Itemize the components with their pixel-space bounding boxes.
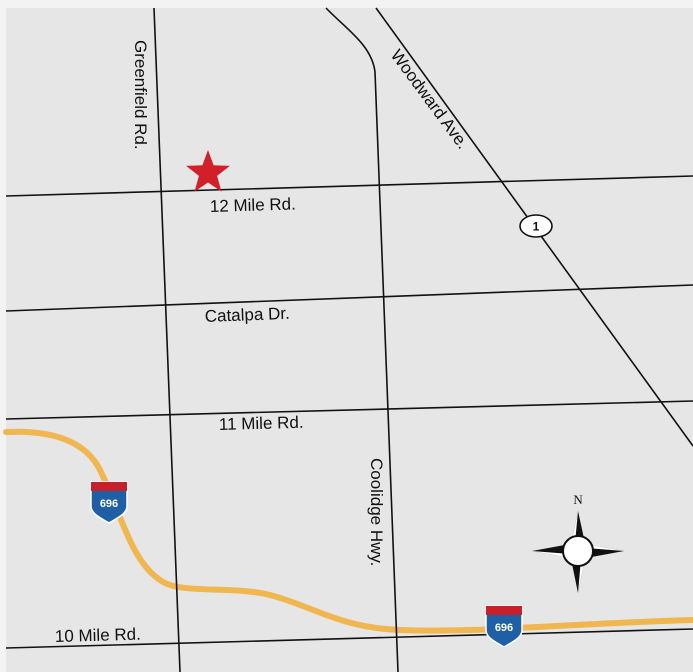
coolidge-highway-road [325,7,399,672]
interstate-shield-south: 696 [485,605,523,648]
map-background [6,8,693,672]
compass-rose-icon: N [532,492,624,593]
twelve-mile-road [5,175,693,197]
greenfield-road [153,7,181,672]
route-1-number: 1 [533,220,540,234]
eleven-mile-road-label: 11 Mile Rd. [219,413,304,434]
compass-north-label: N [573,492,583,507]
catalpa-drive-label: Catalpa Dr. [204,304,290,326]
catalpa-drive-road [5,284,693,312]
ten-mile-road [5,628,693,649]
interstate-shield-north: 696 [90,481,128,524]
interstate-shield-north-number: 696 [100,498,118,510]
coolidge-highway-label: Coolidge Hwy. [367,458,386,566]
ten-mile-road-label: 10 Mile Rd. [55,625,141,646]
star-icon [186,150,230,192]
twelve-mile-road-label: 12 Mile Rd. [210,194,297,216]
interstate-shield-south-number: 696 [495,622,513,634]
greenfield-road-label: Greenfield Rd. [131,40,150,150]
eleven-mile-road [5,400,693,420]
route-1-shield: 1 [519,214,553,238]
